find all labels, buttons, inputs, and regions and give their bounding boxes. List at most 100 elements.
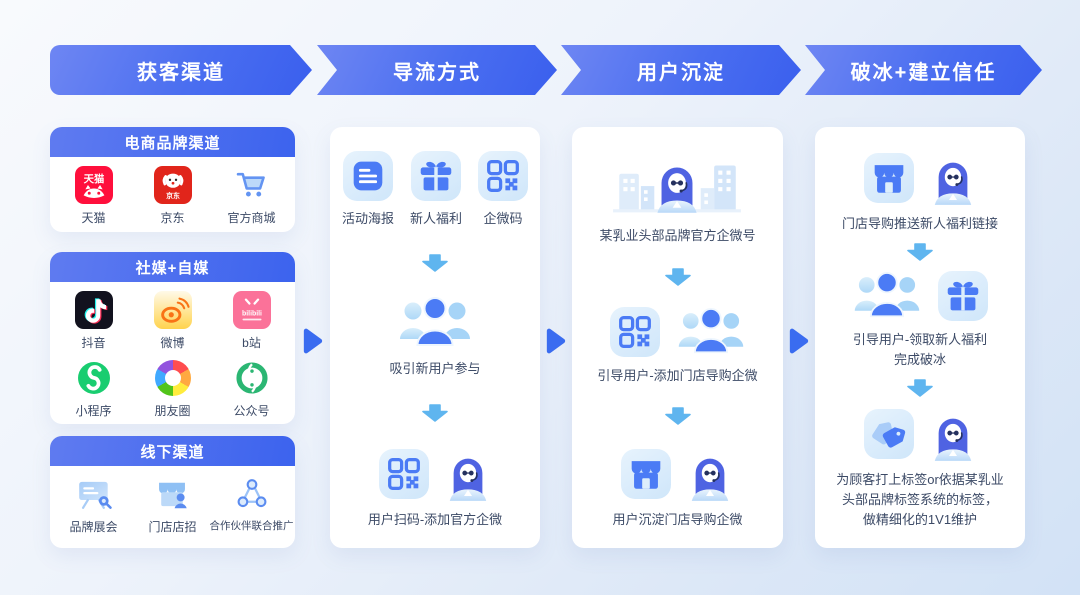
stage-banner-trust: 破冰+建立信任: [805, 45, 1042, 95]
female-agent-buildings-icon: [612, 151, 742, 217]
channel-label: b站: [242, 336, 261, 350]
icon-row: [379, 447, 491, 501]
icon-tile: [864, 408, 914, 459]
weibo-icon: [154, 291, 192, 329]
user-group-icon: [676, 307, 746, 357]
channel-label: 小程序: [75, 404, 112, 418]
storefront-icon: [868, 157, 910, 199]
down-arrow-icon: [907, 243, 933, 261]
channel-label: 京东: [160, 211, 185, 225]
stage-label: 破冰+建立信任: [850, 61, 997, 84]
jd-icon: [154, 166, 192, 204]
store-sign-icon: [153, 475, 191, 513]
tmall-icon: [75, 166, 113, 204]
step-caption: 门店导购推送新人福利链接: [841, 216, 998, 231]
group-title: 电商品牌渠道: [50, 127, 295, 157]
icon-row: [863, 151, 976, 205]
channel-label: 抖音: [81, 336, 106, 350]
retention-step-official: 某乳业头部品牌官方企微号: [599, 151, 756, 246]
channel-label: 合作伙伴联合推广: [209, 520, 294, 532]
channel-jd: 京东: [154, 166, 192, 226]
down-arrow-icon: [665, 407, 691, 425]
channel-label: 天猫: [81, 211, 106, 225]
icon-row: [852, 270, 988, 321]
icon-tile: [478, 151, 529, 201]
stage-label: 获客渠道: [137, 61, 225, 84]
channel-moments: 朋友圈: [154, 359, 192, 419]
douyin-icon: [75, 291, 113, 329]
channel-store-sign: 门店店招: [148, 475, 197, 535]
step-caption: 为顾客打上标签or依据某乳业 头部品牌标签系统的标签， 做精细化的1V1维护: [836, 470, 1004, 530]
user-group-icon: [852, 271, 922, 321]
female-agent-icon: [930, 151, 976, 205]
retention-step-guide: 引导用户-添加门店导购企微: [597, 306, 758, 386]
channel-weibo: 微博: [154, 291, 192, 351]
step-caption: 用户扫码-添加官方企微: [367, 511, 503, 527]
step-caption: 引导用户-领取新人福利 完成破冰: [853, 330, 987, 370]
stage-banner-retention: 用户沉淀: [561, 45, 801, 95]
group-card-social-media: 社媒+自媒 抖音 微博 b站 小程序 朋友圈: [50, 252, 295, 424]
icon-row: [609, 306, 746, 357]
group-body: 天猫 京东 官方商城: [50, 157, 295, 232]
tool-row: 活动海报 新人福利 企微码: [342, 151, 529, 229]
down-arrow-icon: [422, 404, 448, 422]
moments-icon: [154, 360, 191, 396]
group-title: 社媒+自媒: [50, 252, 295, 282]
icon-tile: [342, 151, 393, 201]
channel-label: 门店店招: [148, 520, 197, 534]
tool-qrcode: 企微码: [478, 151, 529, 229]
stage-banner-diversion: 导流方式: [317, 45, 557, 95]
right-arrow-icon: [302, 326, 324, 356]
channel-official-mall: 官方商城: [227, 166, 276, 226]
flow-card-retention: 某乳业头部品牌官方企微号 引导用户-添加门店导购企微 用户沉淀门店导购企微: [572, 127, 783, 548]
group-card-ecommerce: 电商品牌渠道 天猫 京东 官方商城: [50, 127, 295, 232]
mini-program-icon: [75, 359, 113, 397]
stage-label: 导流方式: [393, 61, 481, 84]
tags-icon: [868, 413, 910, 455]
channel-mini-program: 小程序: [75, 359, 113, 419]
caption-line: 为顾客打上标签or依据某乳业: [836, 471, 1004, 487]
user-group-icon: [397, 296, 473, 350]
step-caption: 用户沉淀门店导购企微: [612, 511, 743, 527]
group-body: 品牌展会 门店店招 合作伙伴联合推广: [50, 466, 295, 541]
step-caption: 吸引新用户参与: [389, 361, 481, 377]
stage-banner-acquisition: 获客渠道: [50, 45, 312, 95]
caption-line: 做精细化的1V1维护: [862, 511, 978, 527]
trust-step-welfare: 引导用户-领取新人福利 完成破冰: [852, 270, 988, 370]
icon-tile: [411, 151, 461, 201]
flow-card-trust: 门店导购推送新人福利链接 引导用户-领取新人福利 完成破冰 为顾客打上标签or依…: [815, 127, 1025, 548]
trust-step-push: 门店导购推送新人福利链接: [842, 151, 998, 234]
gift-icon: [942, 275, 984, 317]
official-account-icon: [233, 359, 271, 397]
caption-line: 引导用户-领取新人福利: [852, 331, 988, 347]
female-agent-icon: [445, 447, 491, 501]
gift-icon: [415, 155, 457, 197]
channel-label: 朋友圈: [154, 404, 191, 418]
icon-tile: [621, 448, 672, 499]
group-card-offline: 线下渠道 品牌展会 门店店招 合作伙伴联合推广: [50, 436, 295, 548]
tool-poster: 活动海报: [342, 151, 394, 229]
channel-douyin: 抖音: [75, 291, 113, 351]
down-arrow-icon: [422, 254, 448, 272]
caption-line: 完成破冰: [893, 351, 946, 367]
right-arrow-icon: [545, 326, 567, 356]
partner-network-icon: [233, 475, 271, 513]
exhibition-icon: [74, 475, 112, 513]
icon-row: [864, 407, 976, 461]
channel-partner-promo: 合作伙伴联合推广: [210, 475, 294, 535]
tool-gift: 新人福利: [410, 151, 462, 229]
channel-bilibili: b站: [233, 291, 271, 351]
tool-label: 活动海报: [341, 211, 394, 226]
poster-icon: [347, 155, 389, 197]
diversion-step-tools: 活动海报 新人福利 企微码: [342, 151, 529, 229]
retention-step-settle: 用户沉淀门店导购企微: [612, 447, 743, 530]
bilibili-icon: [233, 291, 271, 329]
caption-line: 头部品牌标签系统的标签，: [841, 491, 998, 507]
tool-label: 新人福利: [410, 211, 463, 226]
stage-label: 用户沉淀: [637, 61, 725, 84]
channel-label: 品牌展会: [69, 520, 118, 534]
icon-tile: [938, 270, 988, 321]
group-body: 抖音 微博 b站 小程序 朋友圈 公众号: [50, 282, 295, 425]
icon-tile: [863, 153, 914, 203]
